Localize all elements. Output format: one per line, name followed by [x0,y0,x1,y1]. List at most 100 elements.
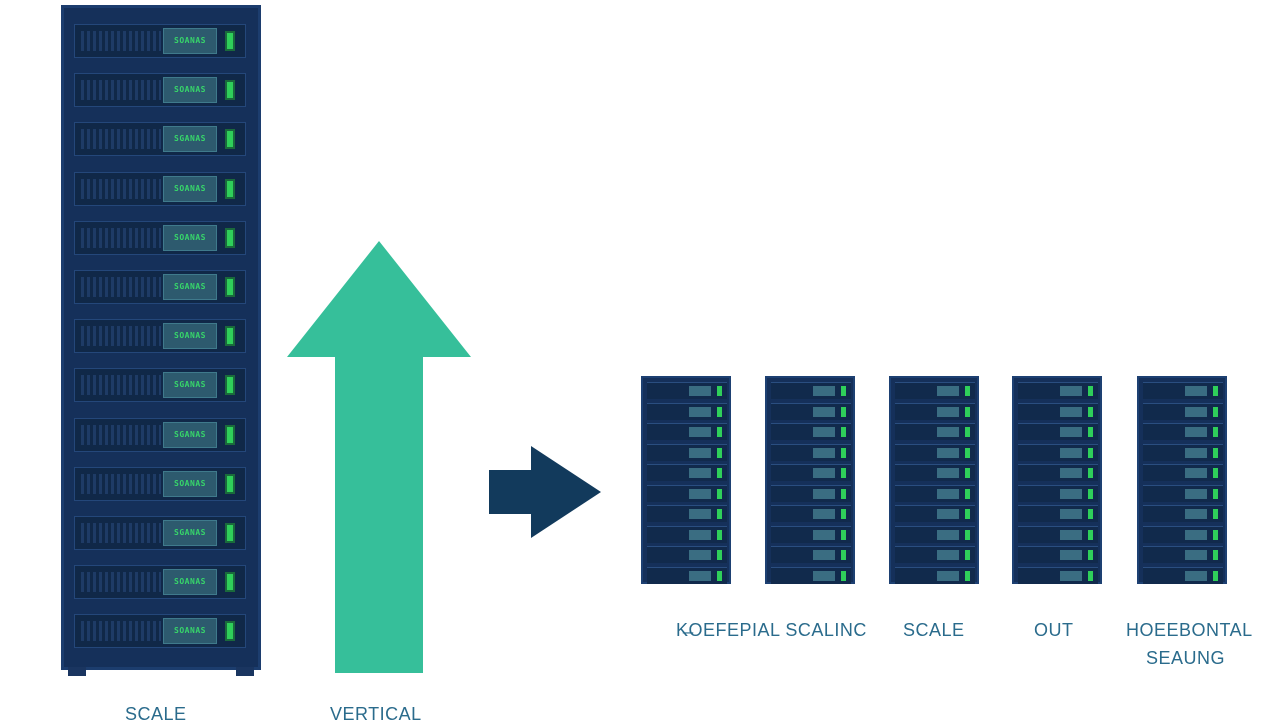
status-led [717,386,722,396]
status-led [841,509,846,519]
rack-unit: SGANAS [74,368,246,403]
rack-unit [1018,525,1098,543]
unit-panel: SOANAS [163,618,217,645]
status-led [965,406,970,417]
status-led [841,427,846,437]
status-led [1213,447,1218,458]
rack-unit [895,382,975,399]
unit-panel [1060,550,1082,560]
status-led [965,509,970,519]
status-led [225,31,235,51]
rack-foot [236,667,254,676]
unit-panel [813,468,835,478]
status-led [717,427,722,437]
unit-panel [937,488,959,499]
unit-panel: SOANAS [163,569,217,596]
rack-unit [895,505,975,522]
unit-panel [1185,550,1207,560]
rack-unit [647,484,727,502]
server-rack-icon [641,376,731,584]
unit-panel [937,550,959,560]
status-led [225,178,235,199]
rack-unit [1018,423,1098,440]
rack-unit: SGANAS [74,270,246,304]
rack-unit [771,566,851,584]
status-led [1088,550,1093,560]
rack-unit: SOANAS [74,73,246,108]
status-led [1213,529,1218,540]
unit-panel: SGANAS [163,274,217,300]
unit-panel: SOANAS [163,175,217,202]
status-led [1088,447,1093,458]
rack-unit [647,566,727,584]
status-led [225,621,235,642]
vent-grille [81,424,161,445]
rack-unit [895,566,975,584]
status-led [965,386,970,396]
rack-unit [647,423,727,440]
status-led [225,80,235,101]
status-led [1088,529,1093,540]
rack-unit [1018,484,1098,502]
scale-label: SCALE [125,704,187,724]
server-rack-icon [889,376,979,584]
status-led [717,529,722,540]
unit-panel [1185,447,1207,458]
arrow-right-icon [489,446,601,538]
rack-unit [895,402,975,420]
unit-panel: SGANAS [163,126,217,153]
status-led [965,550,970,560]
unit-panel [1185,406,1207,417]
rack-unit [895,464,975,481]
rack-unit [771,402,851,420]
status-led [841,550,846,560]
status-led [1213,570,1218,581]
rack-unit [895,443,975,461]
rack-unit [771,505,851,522]
rack-unit [771,525,851,543]
unit-panel [689,447,711,458]
status-led [1213,406,1218,417]
rack-unit: SOANAS [74,220,246,255]
unit-panel: SOANAS [163,28,217,54]
status-led [965,447,970,458]
status-led [225,375,235,396]
status-led [1213,468,1218,478]
unit-panel [813,386,835,396]
vertical-label: VERTICAL [330,704,422,724]
rack-unit: SOANAS [74,466,246,501]
unit-panel [689,427,711,437]
unit-panel [1060,529,1082,540]
unit-panel [1060,406,1082,417]
status-led [841,406,846,417]
unit-panel [937,468,959,478]
rack-unit [1018,546,1098,563]
status-led [717,447,722,458]
status-led [965,468,970,478]
unit-panel [1060,488,1082,499]
rack-unit [1143,464,1223,481]
unit-panel: SGANAS [163,421,217,448]
horizontal-label-line2: SEAUNG [1146,648,1226,668]
rack-unit [771,423,851,440]
vent-grille [81,80,161,101]
unit-panel [937,509,959,519]
rack-unit [1143,525,1223,543]
rack-unit: SOANAS [74,614,246,649]
vent-grille [81,473,161,494]
rack-unit [1143,402,1223,420]
out-label: OUT [1034,620,1074,640]
vent-grille [81,31,161,51]
rack-unit: SOANAS [74,319,246,354]
status-led [965,427,970,437]
unit-panel [1185,570,1207,581]
rack-unit: SGANAS [74,417,246,452]
unit-panel [937,529,959,540]
unit-panel [813,427,835,437]
status-led [841,488,846,499]
status-led [1213,509,1218,519]
unit-panel [689,529,711,540]
unit-panel: SOANAS [163,323,217,350]
status-led [841,386,846,396]
